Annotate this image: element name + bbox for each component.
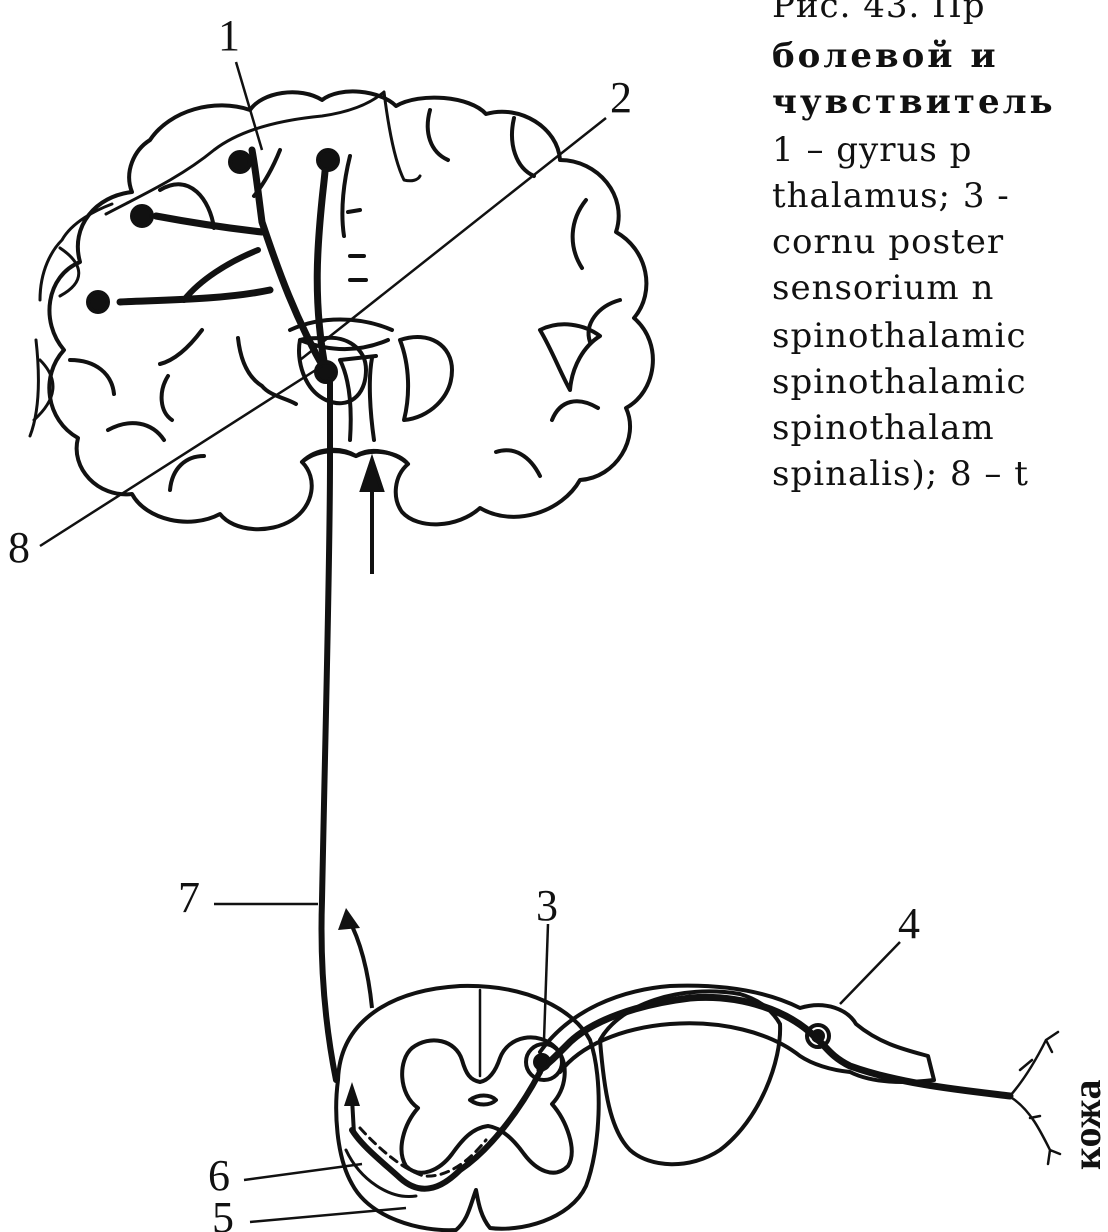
meninges (30, 204, 112, 436)
meninges (34, 248, 79, 420)
skin-nerve-endings (1010, 1032, 1060, 1164)
spinothalamic-tract (322, 380, 336, 1080)
sulcus (552, 401, 598, 420)
sulcus (496, 450, 540, 476)
right-ventricle (540, 324, 600, 390)
gyrus-line (160, 330, 296, 420)
sulcus (589, 300, 620, 342)
dorsal-horn-neuron-core (535, 1055, 549, 1069)
label-1: 1 (218, 11, 240, 60)
sulcus (428, 110, 448, 160)
cortical-fiber (156, 216, 262, 232)
label-2: 2 (610, 73, 632, 122)
ascending-arrow-head-cord (344, 1082, 360, 1106)
leader-3 (544, 924, 548, 1040)
label-8: 8 (8, 523, 30, 572)
leader-lines (40, 62, 900, 1222)
sensory-fiber (540, 997, 1010, 1096)
label-7: 7 (178, 873, 200, 922)
spinal-cord-outline (336, 986, 598, 1230)
sulcus (512, 118, 534, 176)
thalamus-neuron (316, 362, 336, 382)
label-6: 6 (208, 1151, 230, 1200)
leader-8 (40, 366, 322, 546)
cortex-neuron (318, 150, 338, 170)
label-4: 4 (898, 899, 920, 948)
leader-4 (840, 942, 900, 1004)
sulcus (573, 200, 586, 268)
cortex-neuron (132, 206, 152, 226)
spinal-cord-section (336, 986, 1060, 1231)
cortex-neuron (88, 292, 108, 312)
up-arrow-brain (362, 460, 382, 574)
brain-section (30, 91, 653, 1080)
up-arrow-tract-head (338, 908, 360, 930)
label-3: 3 (536, 881, 558, 930)
ventral-root-loop (600, 991, 780, 1164)
sulcus (108, 423, 164, 440)
cortex-neuron (230, 152, 250, 172)
sulcus (70, 360, 114, 394)
meninges (106, 92, 420, 214)
lentiform-nucleus (400, 337, 452, 420)
brainstem-notch (302, 450, 408, 464)
up-arrow-tract (348, 918, 372, 1008)
label-skin: кожа (1064, 1079, 1108, 1170)
central-canal (470, 1096, 496, 1105)
septum (340, 356, 376, 440)
